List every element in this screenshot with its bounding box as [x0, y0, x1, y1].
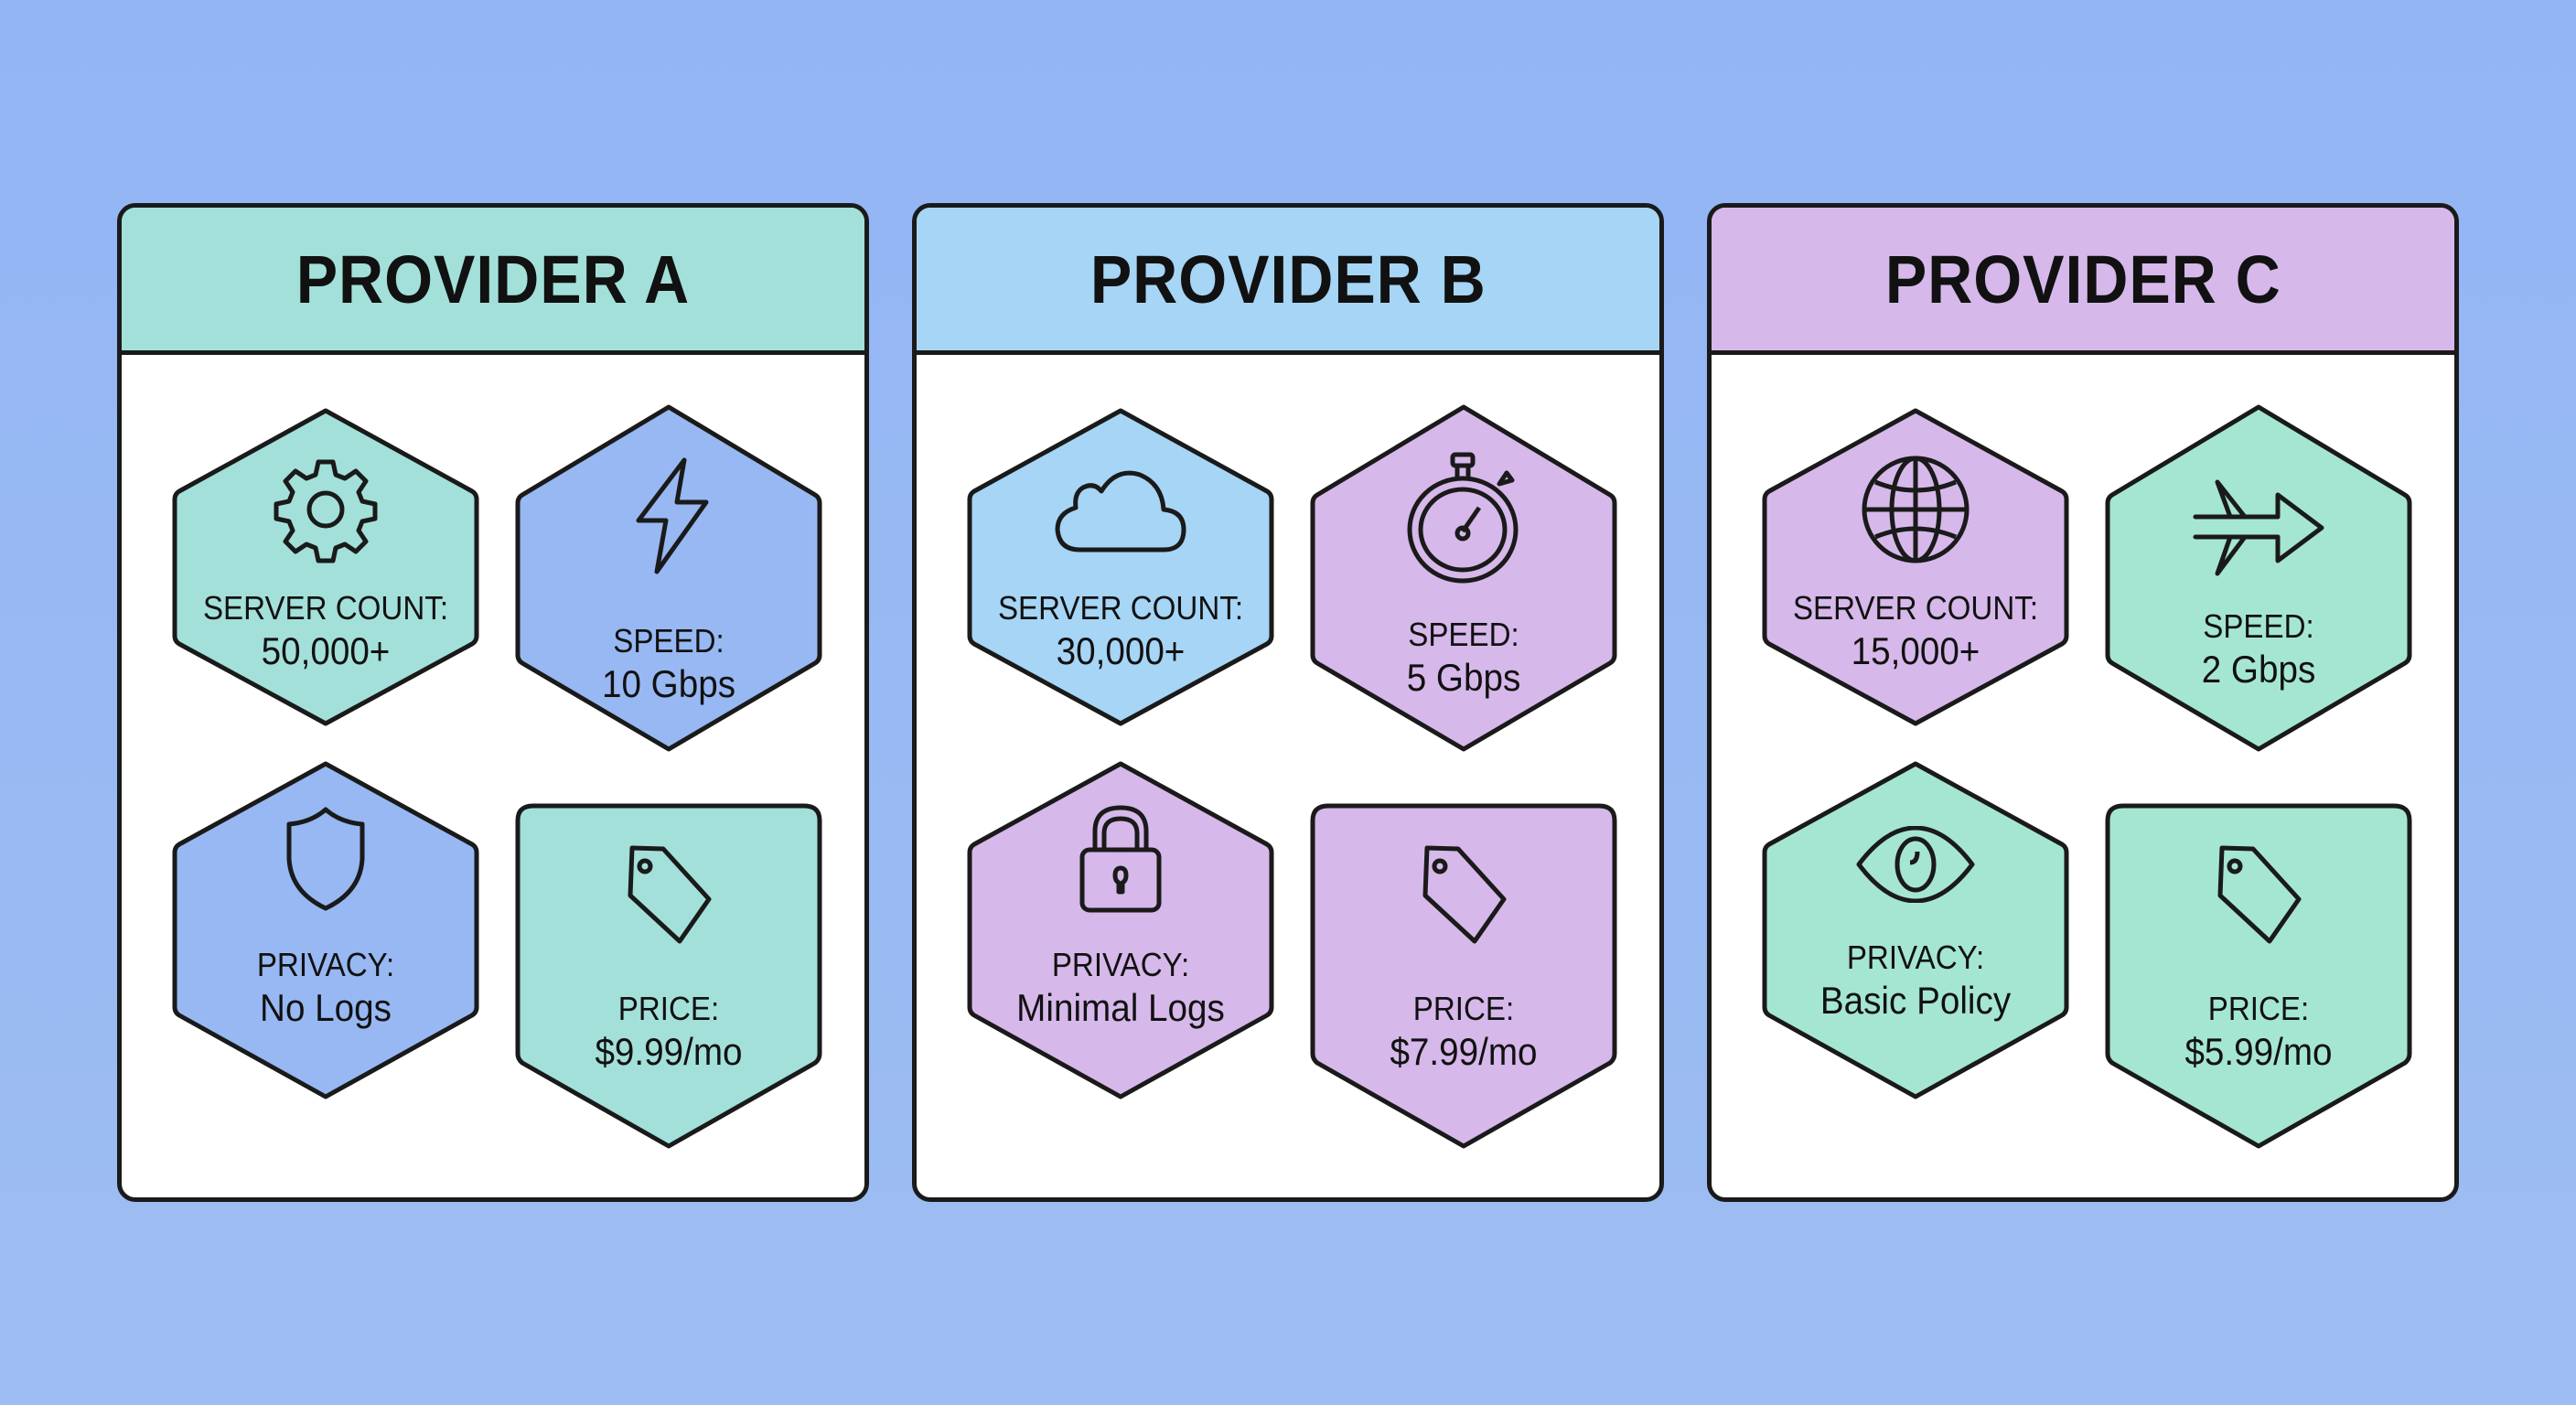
airplane-arrow-icon: [2193, 479, 2324, 576]
price-tag-icon: [1422, 845, 1507, 944]
tile-label: PRIVACY:: [256, 946, 395, 983]
cloud-icon: [1055, 470, 1186, 552]
tile-value: $5.99/mo: [2184, 1030, 2333, 1073]
tile-value: 15,000+: [1851, 629, 1980, 672]
shield-icon: [286, 807, 365, 911]
tile-value: No Logs: [260, 986, 392, 1029]
speed-tile: SPEED: 10 Gbps: [515, 403, 822, 753]
tile-label: SPEED:: [1408, 616, 1519, 653]
price-tag-icon: [628, 845, 712, 944]
tile-value: 5 Gbps: [1406, 656, 1521, 699]
tile-value: 2 Gbps: [2201, 648, 2316, 691]
tile-label: PRICE:: [617, 990, 720, 1027]
tile-value: 50,000+: [261, 629, 391, 672]
tile-label: PRIVACY:: [1051, 946, 1190, 983]
padlock-icon: [1079, 805, 1162, 913]
speed-tile: SPEED: 2 Gbps: [2105, 403, 2412, 753]
card-header: PROVIDER A: [122, 208, 864, 355]
price-tile: PRICE: $5.99/mo: [2105, 802, 2412, 1150]
provider-title: PROVIDER A: [295, 241, 691, 317]
card-header: PROVIDER B: [917, 208, 1659, 355]
price-tile: PRICE: $9.99/mo: [515, 802, 822, 1150]
globe-icon: [1862, 456, 1970, 563]
privacy-tile: PRIVACY: No Logs: [172, 760, 479, 1100]
tile-label: SPEED:: [613, 622, 724, 660]
tile-value: Basic Policy: [1819, 979, 2012, 1022]
gear-icon: [274, 459, 378, 563]
provider-card-a: PROVIDER A SERVER COUNT: 50,000+ SPEED: …: [117, 203, 869, 1202]
tile-label: PRICE:: [1412, 990, 1515, 1027]
tile-value: $7.99/mo: [1390, 1030, 1538, 1073]
tile-label: PRIVACY:: [1846, 938, 1985, 976]
lightning-bolt-icon: [636, 457, 709, 574]
price-tag-icon: [2217, 845, 2302, 944]
server-count-tile: SERVER COUNT: 50,000+: [172, 407, 479, 727]
tile-label: SERVER COUNT:: [997, 589, 1244, 627]
tile-value: 10 Gbps: [601, 662, 736, 705]
eye-icon: [1856, 826, 1975, 903]
provider-card-b: PROVIDER B SERVER COUNT: 30,000+ SPEED: …: [912, 203, 1664, 1202]
card-header: PROVIDER C: [1712, 208, 2454, 355]
tile-label: SPEED:: [2203, 607, 2314, 645]
server-count-tile: SERVER COUNT: 30,000+: [967, 407, 1274, 727]
provider-card-c: PROVIDER C SERVER COUNT: 15,000+ SPEED: …: [1707, 203, 2459, 1202]
speed-tile: SPEED: 5 Gbps: [1310, 403, 1617, 753]
privacy-tile: PRIVACY: Minimal Logs: [967, 760, 1274, 1100]
tile-value: 30,000+: [1056, 629, 1186, 672]
tile-value: $9.99/mo: [595, 1030, 743, 1073]
provider-title: PROVIDER C: [1884, 241, 2281, 317]
tile-value: Minimal Logs: [1016, 986, 1225, 1029]
tile-label: SERVER COUNT:: [202, 589, 449, 627]
price-tile: PRICE: $7.99/mo: [1310, 802, 1617, 1150]
stopwatch-icon: [1407, 452, 1519, 584]
server-count-tile: SERVER COUNT: 15,000+: [1762, 407, 2069, 727]
provider-title: PROVIDER B: [1089, 241, 1487, 317]
tile-label: PRICE:: [2207, 990, 2310, 1027]
tile-label: SERVER COUNT:: [1792, 589, 2039, 627]
privacy-tile: PRIVACY: Basic Policy: [1762, 760, 2069, 1100]
